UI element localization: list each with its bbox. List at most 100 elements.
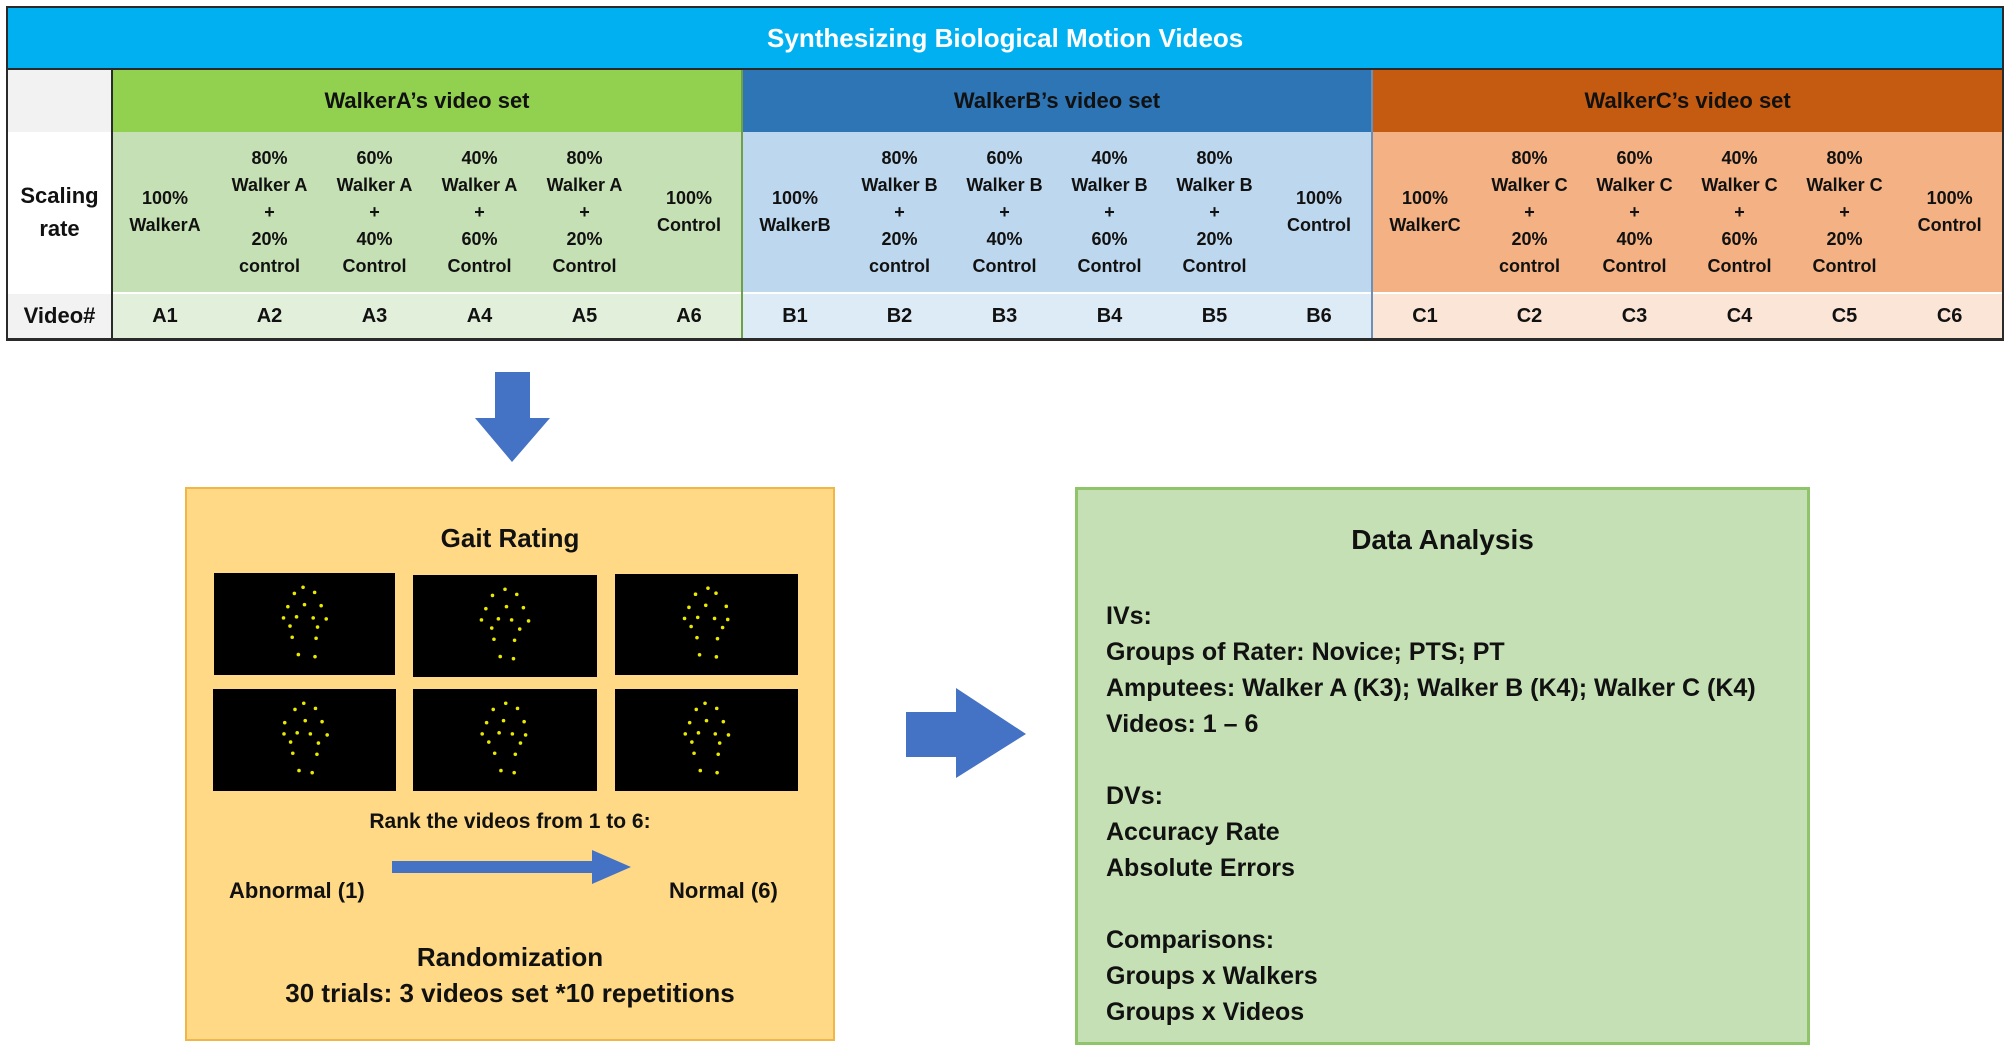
marker-dot bbox=[513, 752, 518, 757]
scaling-rate-line: 60% bbox=[986, 147, 1023, 168]
marker-dot bbox=[290, 635, 294, 640]
rank-scale-arrow bbox=[392, 850, 631, 884]
marker-dot bbox=[721, 719, 726, 724]
scaling-rate-cell-a1: 100%WalkerA bbox=[111, 132, 217, 293]
marker-dot bbox=[687, 720, 692, 725]
marker-dot bbox=[491, 707, 496, 712]
scaling-rate-line: + bbox=[474, 201, 485, 222]
marker-dot bbox=[496, 617, 501, 621]
marker-dot bbox=[511, 656, 516, 661]
scaling-rate-line: 60% bbox=[1091, 228, 1128, 249]
scaling-rate-line: Control bbox=[1602, 255, 1667, 276]
rank-instruction: Rank the videos from 1 to 6: bbox=[369, 810, 651, 833]
data-analysis-panel: Data Analysis IVs:Groups of Rater: Novic… bbox=[1075, 487, 1810, 1045]
scaling-rate-line: + bbox=[579, 201, 590, 222]
randomization-title: Randomization bbox=[416, 942, 604, 972]
scaling-rate-line: Walker A bbox=[441, 174, 518, 195]
video-id-cell: A5 bbox=[532, 292, 637, 341]
analysis-line: Groups x Videos bbox=[1106, 998, 1305, 1026]
marker-dot bbox=[313, 654, 317, 659]
scaling-rate-line: WalkerC bbox=[1389, 215, 1461, 235]
scaling-rate-line: 60% bbox=[356, 147, 393, 168]
scaling-rate-line: Walker B bbox=[1071, 174, 1148, 195]
point-light-walker-thumbnail bbox=[213, 689, 396, 791]
scaling-rate-line: Walker C bbox=[1701, 174, 1778, 195]
point-light-walker-thumbnail bbox=[413, 689, 597, 791]
marker-dot bbox=[315, 752, 319, 757]
scaling-rate-line: WalkerB bbox=[759, 215, 831, 235]
analysis-line: Groups of Rater: Novice; PTS; PT bbox=[1106, 638, 1505, 666]
marker-dot bbox=[687, 605, 691, 610]
scaling-rate-line: Control bbox=[552, 255, 617, 276]
marker-dot bbox=[522, 719, 526, 724]
video-id-cell: B3 bbox=[952, 292, 1057, 341]
analysis-line: Accuracy Rate bbox=[1106, 818, 1280, 846]
scaling-rate-label: Scaling rate bbox=[6, 132, 112, 293]
marker-dot bbox=[703, 603, 708, 608]
scaling-rate-line: Control bbox=[1917, 215, 1982, 235]
analysis-line: Groups x Walkers bbox=[1106, 962, 1318, 990]
scaling-rate-line: Control bbox=[1812, 255, 1877, 276]
marker-dot bbox=[490, 593, 495, 598]
scaling-rate-line: 40% bbox=[1091, 147, 1128, 168]
marker-dot bbox=[296, 652, 301, 657]
scaling-rate-line: Walker A bbox=[546, 174, 623, 195]
video-id-cell: A2 bbox=[217, 292, 322, 341]
scaling-rate-line: + bbox=[894, 201, 905, 222]
marker-dot bbox=[517, 627, 522, 631]
scaling-rate-line: 100% bbox=[665, 188, 713, 208]
scaling-rate-line: Walker B bbox=[1176, 174, 1253, 195]
randomization-trials: 30 trials: 3 videos set *10 repetitions bbox=[285, 978, 735, 1008]
marker-dot bbox=[294, 615, 299, 619]
point-light-walker-thumbnail bbox=[413, 575, 597, 677]
scaling-rate-line: Control bbox=[1077, 255, 1142, 276]
scaling-rate-line: Control bbox=[342, 255, 407, 276]
video-id-cell: B6 bbox=[1267, 292, 1372, 341]
marker-dot bbox=[725, 617, 730, 622]
marker-dot bbox=[715, 770, 719, 775]
scaling-rate-line: 60% bbox=[1721, 228, 1758, 249]
marker-dot bbox=[320, 719, 324, 724]
marker-dot bbox=[689, 624, 693, 629]
video-id-cell: C5 bbox=[1792, 292, 1897, 341]
scaling-rate-cell-b6: 100%Control bbox=[1267, 132, 1372, 293]
marker-dot bbox=[695, 635, 699, 640]
marker-dot bbox=[523, 733, 528, 737]
marker-dot bbox=[693, 592, 698, 596]
video-set-table: Synthesizing Biological Motion Videos Wa… bbox=[5, 6, 2005, 341]
marker-dot bbox=[713, 732, 718, 736]
rank-arrow-icon bbox=[392, 850, 631, 884]
down-arrow-icon bbox=[475, 372, 550, 462]
video-number-label: Video# bbox=[6, 292, 112, 341]
walker-a-set-header: WalkerA’s video set bbox=[111, 69, 742, 132]
scaling-rate-line: Walker A bbox=[231, 174, 308, 195]
scaling-rate-line: Control bbox=[1182, 255, 1247, 276]
scaling-rate-label-line: rate bbox=[39, 216, 80, 241]
scaling-rate-line: Control bbox=[1287, 215, 1351, 235]
scaling-rate-cell-c5: 80%Walker C+20%Control bbox=[1792, 132, 1897, 293]
scaling-rate-line: WalkerA bbox=[129, 215, 201, 235]
scaling-rate-cell-c1: 100%WalkerC bbox=[1371, 132, 1477, 293]
marker-dot bbox=[290, 751, 295, 756]
marker-dot bbox=[484, 606, 488, 611]
scaling-rate-line: 20% bbox=[566, 228, 603, 249]
scaling-rate-line: + bbox=[369, 201, 380, 222]
scaling-rate-line: Walker B bbox=[861, 174, 938, 195]
scaling-rate-line: + bbox=[1839, 201, 1850, 222]
scaling-rate-line: + bbox=[1104, 201, 1115, 222]
marker-dot bbox=[316, 741, 321, 745]
marker-dot bbox=[314, 636, 318, 641]
scaling-rate-line: 40% bbox=[356, 228, 393, 249]
scaling-rate-line: + bbox=[1629, 201, 1640, 222]
marker-dot bbox=[682, 616, 687, 621]
marker-dot bbox=[325, 733, 329, 737]
scaling-rate-cell-c4: 40%Walker C+60%Control bbox=[1687, 132, 1792, 293]
scaling-rate-line: 80% bbox=[1511, 147, 1548, 168]
video-id-cell: C1 bbox=[1371, 292, 1477, 341]
scaling-rate-line: 80% bbox=[881, 147, 918, 168]
marker-dot bbox=[503, 701, 508, 706]
scaling-rate-line: 20% bbox=[1511, 228, 1548, 249]
marker-dot bbox=[716, 752, 721, 757]
video-id-cell: A6 bbox=[637, 292, 742, 341]
video-id-cell: C3 bbox=[1582, 292, 1687, 341]
